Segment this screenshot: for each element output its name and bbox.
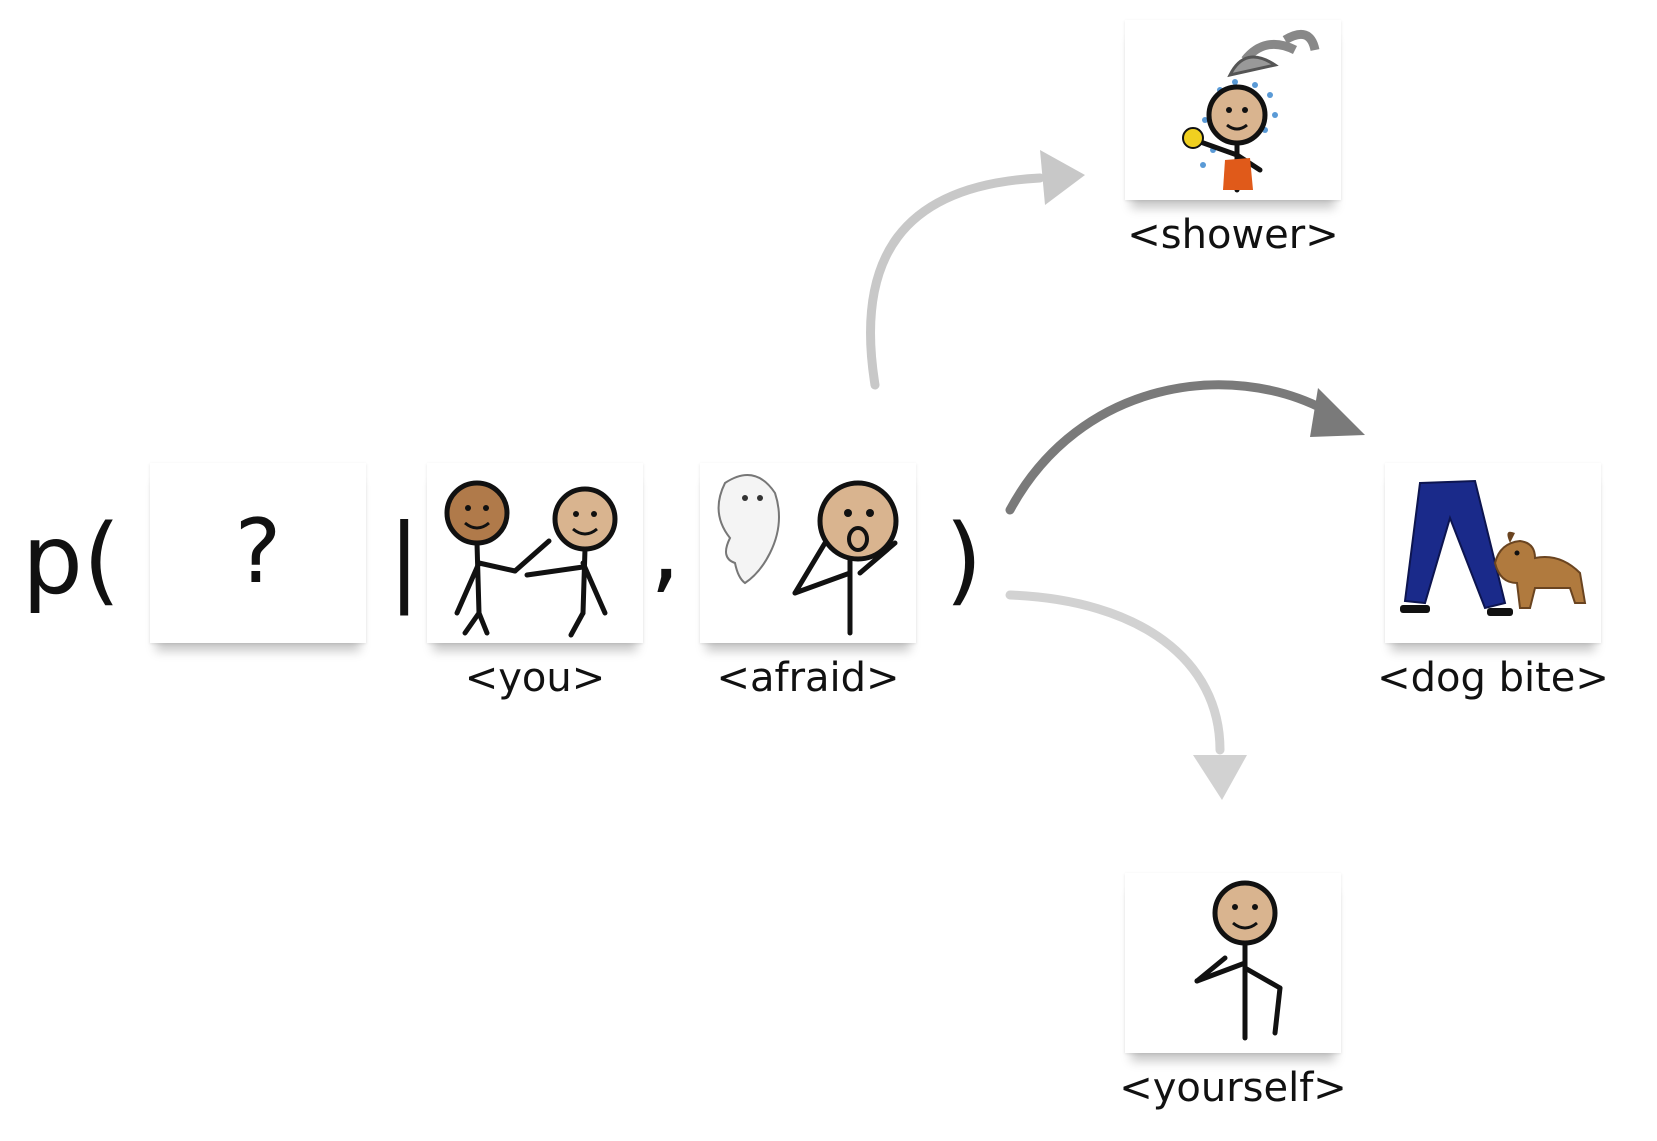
- unknown-card: ?: [150, 463, 366, 643]
- afraid-card: [700, 463, 916, 643]
- person-pointing-self-icon: [1194, 880, 1283, 1041]
- formula-comma: ,: [650, 492, 681, 604]
- ghost-scared-person-icon: [717, 474, 899, 636]
- dog-bite-caption: <dog bite>: [1377, 655, 1609, 701]
- formula-prefix: p(: [22, 504, 121, 616]
- shower-caption: <shower>: [1127, 212, 1339, 258]
- two-people-pointing-icon: [444, 480, 618, 638]
- yourself-card: [1125, 873, 1341, 1053]
- shower-card: [1125, 20, 1341, 200]
- afraid-caption: <afraid>: [716, 655, 900, 701]
- formula-close: ): [945, 504, 983, 616]
- dog-bite-card: [1385, 463, 1601, 643]
- formula-given-bar: |: [388, 504, 421, 616]
- yourself-caption: <yourself>: [1119, 1065, 1347, 1111]
- dog-biting-leg-icon: [1400, 479, 1587, 616]
- unknown-symbol: ?: [234, 500, 282, 603]
- arrow-to-dog-bite: [1005, 380, 1365, 515]
- arrow-to-yourself: [1005, 590, 1247, 800]
- you-caption: <you>: [464, 655, 606, 701]
- person-showering-icon: [1182, 29, 1320, 193]
- you-card: [427, 463, 643, 643]
- arrow-to-shower: [866, 150, 1085, 390]
